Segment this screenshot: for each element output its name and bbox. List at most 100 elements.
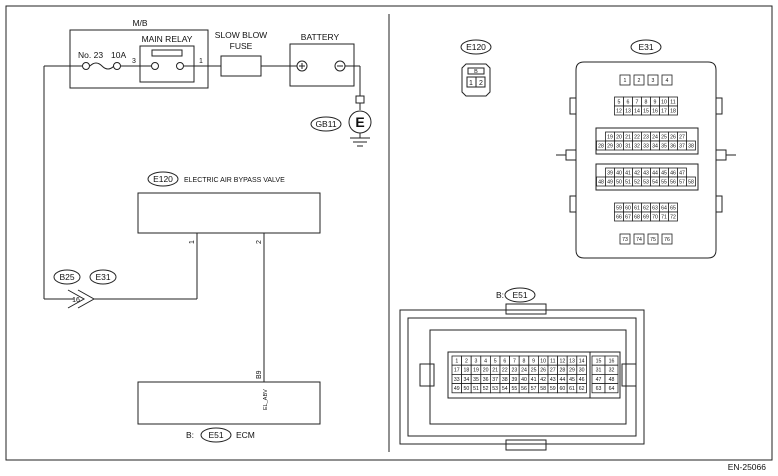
main-relay-coil <box>151 49 183 57</box>
e51-pin-43: 43 <box>550 377 556 383</box>
e31-pin-39: 39 <box>607 170 613 176</box>
e51-pin-8: 8 <box>523 358 526 364</box>
e51-pin-37: 37 <box>492 377 498 383</box>
e31-pin-37: 37 <box>679 143 685 149</box>
mb-pin-1: 1 <box>199 58 203 65</box>
e51-pin-59: 59 <box>550 386 556 392</box>
e51-pin-13: 13 <box>569 358 575 364</box>
e31-pin-46: 46 <box>670 170 676 176</box>
ecm-connector: E51 <box>208 430 223 440</box>
e31-pin-55: 55 <box>661 179 667 185</box>
joint-pin: 16 <box>72 297 80 304</box>
e51-pin-21: 21 <box>492 368 498 374</box>
e31-pin-65: 65 <box>670 205 676 211</box>
e31-pin-17: 17 <box>661 108 667 114</box>
e31-pin-48: 48 <box>598 179 604 185</box>
e51-connector-tag <box>200 427 232 443</box>
e31-pin-72-cell <box>668 211 678 222</box>
e31-pin-6: 6 <box>627 99 630 105</box>
e31-pin-76-cell <box>661 233 673 245</box>
valve-pin-2: 2 <box>256 240 263 244</box>
e31-connector-tag <box>89 269 117 285</box>
e51-pin-27: 27 <box>550 368 556 374</box>
fuse-terminal-left <box>82 62 90 70</box>
e51-pin-44: 44 <box>560 377 566 383</box>
e31-pin-32: 32 <box>634 143 640 149</box>
e120-pin-2: 2 <box>479 80 483 87</box>
e120-connector-tag <box>147 171 179 187</box>
e31-pin-21: 21 <box>625 134 631 140</box>
e31-pin-56: 56 <box>670 179 676 185</box>
e51-pin-55: 55 <box>512 386 518 392</box>
e31-pin-11: 11 <box>670 99 675 105</box>
e51-pin-54: 54 <box>502 386 508 392</box>
ecm-box <box>137 381 321 425</box>
main-relay-label: MAIN RELAY <box>142 34 193 44</box>
e51-pin-24: 24 <box>521 368 527 374</box>
e31-pin-43: 43 <box>643 170 649 176</box>
e31-pin-44: 44 <box>652 170 658 176</box>
e51-pin-42: 42 <box>540 377 546 383</box>
e31-pin-7: 7 <box>636 99 639 105</box>
e31-pin-4-cell <box>661 74 673 86</box>
e51-pin-64: 64 <box>609 386 615 392</box>
e31-pin-1-cell <box>619 74 631 86</box>
e51-pin-15: 15 <box>596 358 602 364</box>
e51-side-block <box>589 351 621 399</box>
gb11-label: GB11 <box>315 119 336 129</box>
e51-pin-61: 61 <box>569 386 575 392</box>
ecm-signal-name: EL_ABV <box>263 389 269 410</box>
e51-pin-14: 14 <box>579 358 585 364</box>
e51-pin-49: 49 <box>454 386 460 392</box>
ecm-pin: B9 <box>256 370 263 379</box>
e51-pin-19: 19 <box>473 368 479 374</box>
e120-tag-label: E120 <box>153 174 173 184</box>
e31-pin-60: 60 <box>625 205 631 211</box>
e31-pin-71: 71 <box>661 214 667 220</box>
e31-pin-5: 5 <box>618 99 621 105</box>
e51-pin-18: 18 <box>464 368 470 374</box>
e31-pin-58: 58 <box>688 179 694 185</box>
e51-pin-3: 3 <box>475 358 478 364</box>
e31-pin-1: 1 <box>624 78 627 84</box>
e51-pin-12: 12 <box>560 358 566 364</box>
circuit-schematic: M/B No. 23 10A MAIN RELAY 3 1 SLOW BLOW … <box>43 18 372 443</box>
e31-pin-63: 63 <box>652 205 658 211</box>
b25-connector-tag <box>53 269 81 285</box>
e51-view-tag <box>504 287 536 303</box>
e31-pin-2-cell <box>633 74 645 86</box>
e31-pin-57: 57 <box>679 179 685 185</box>
fuse-symbol <box>89 62 115 70</box>
ecm-label: ECM <box>236 430 255 440</box>
e51-pin-52: 52 <box>483 386 489 392</box>
e31-pin-50: 50 <box>616 179 622 185</box>
e31-pin-3-cell <box>647 74 659 86</box>
battery-box <box>289 43 355 87</box>
e31-pin-29: 29 <box>607 143 613 149</box>
e31-pin-20: 20 <box>616 134 622 140</box>
e51-pin-50: 50 <box>464 386 470 392</box>
e51-pin-47: 47 <box>596 377 602 383</box>
e31-pin-52: 52 <box>634 179 640 185</box>
e31-pin-18: 18 <box>670 108 676 114</box>
e31-pin-61: 61 <box>634 205 640 211</box>
e51-pin-34: 34 <box>464 377 470 383</box>
relay-contact-right <box>176 62 184 70</box>
e31-pin-76: 76 <box>664 237 670 243</box>
slow-blow-fuse-label-line1: SLOW BLOW <box>215 30 267 40</box>
e31-pin-18-cell <box>668 105 678 116</box>
e51-pin-2: 2 <box>465 358 468 364</box>
e31-pin-59: 59 <box>616 205 622 211</box>
e31-pin-36: 36 <box>670 143 676 149</box>
e120-housing <box>461 63 491 97</box>
e51-pin-25: 25 <box>531 368 537 374</box>
e51-inner-housing <box>429 329 627 425</box>
slow-blow-fuse <box>220 55 262 77</box>
figure-code: EN-25066 <box>728 462 767 472</box>
e31-pin-22: 22 <box>634 134 640 140</box>
e31-pin-35: 35 <box>661 143 667 149</box>
fuse-number: No. 23 <box>78 50 103 60</box>
